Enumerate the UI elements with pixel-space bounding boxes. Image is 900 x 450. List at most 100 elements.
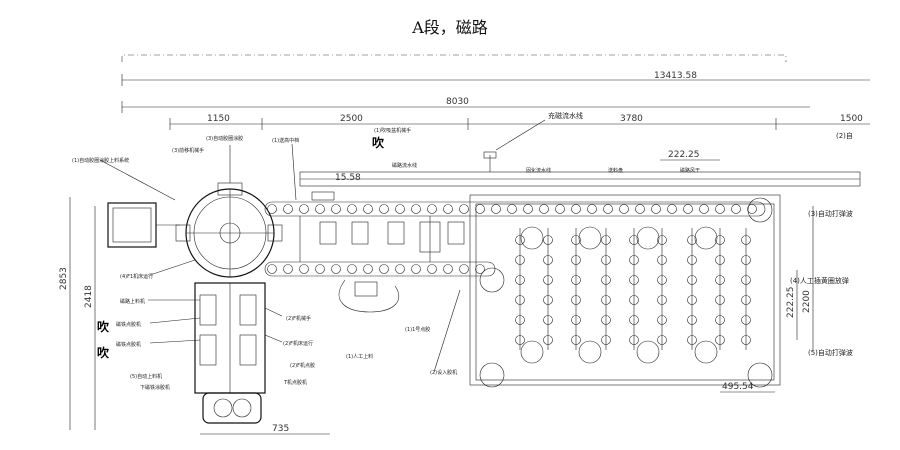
dimension-lines: 13413.58 8030 1150 2500 3780 1500 2853 2… [59, 54, 870, 435]
conveyor-roller [699, 204, 709, 214]
label-mid-e: (2)F机点胶 [290, 362, 315, 369]
dim-735: 735 [272, 424, 289, 434]
conveyor-roller [629, 315, 639, 325]
dim-1558: 15.58 [335, 173, 361, 183]
label-magnet-line: 充磁流水线 [548, 111, 583, 120]
conveyor-roller [315, 264, 325, 274]
conveyor-roller [543, 335, 553, 345]
conveyor-roller [635, 204, 645, 214]
conveyor-roller [657, 255, 667, 265]
conveyor-roller [267, 264, 277, 274]
conveyor-roller [629, 275, 639, 285]
conveyor-roller [571, 275, 581, 285]
conveyor-roller [741, 235, 751, 245]
conveyor-roller [571, 335, 581, 345]
conveyor-roller [657, 315, 667, 325]
dim-2500: 2500 [340, 114, 363, 124]
label-left-b: (4)F1机床运行 [120, 273, 153, 280]
conveyor-roller [657, 235, 667, 245]
conveyor-roller [715, 204, 725, 214]
conveyor-roller [571, 204, 581, 214]
conveyor-roller [657, 295, 667, 305]
labels: 充磁流水线 (2)自 (3)自动打弹波 (4)人工插黄圈放弹 (5)自动打弹波 … [72, 111, 853, 391]
label-left-f: (5)自动上料机 [130, 373, 162, 380]
buffer-sprocket [636, 340, 660, 364]
conveyor-roller [347, 204, 357, 214]
conveyor-roller [379, 264, 389, 274]
conveyor-roller [603, 204, 613, 214]
label-top-b: (3)前移机械手 [172, 147, 204, 154]
rotary-table [175, 182, 283, 278]
buffer-sprocket [694, 340, 718, 364]
dim-3780: 3780 [620, 114, 643, 124]
conveyor-roller [601, 315, 611, 325]
conveyor-roller [395, 204, 405, 214]
conveyor-roller [741, 275, 751, 285]
conveyor-roller [539, 204, 549, 214]
conveyor-roller [741, 315, 751, 325]
label-top-c: (1)送高中档 [272, 137, 299, 144]
conveyor-roller [315, 204, 325, 214]
conveyor-roller [283, 264, 293, 274]
label-mid-a: (1)人工上料 [346, 353, 373, 360]
conveyor-roller [715, 235, 725, 245]
label-right-top: (2)自 [836, 131, 853, 140]
buffer-sprocket [694, 226, 718, 250]
conveyor-roller [601, 295, 611, 305]
drawing-title: A段，磁路 [412, 18, 488, 37]
conveyor-roller [687, 275, 697, 285]
conveyor-roller [715, 275, 725, 285]
conveyor-roller [543, 295, 553, 305]
buffer-sprocket [578, 340, 602, 364]
conveyor-roller [741, 335, 751, 345]
conveyor-roller [267, 204, 277, 214]
label-mid-f: (2)设入胶机 [430, 369, 457, 376]
label-left-g: 下磁铁涂胶机 [140, 384, 170, 391]
conveyor-roller [443, 204, 453, 214]
conveyor-roller [507, 204, 517, 214]
label-manual-2: (4)人工插黄圈放弹 [790, 276, 849, 285]
conveyor-roller [459, 204, 469, 214]
dim-222: 222.25 [668, 150, 700, 160]
conveyor-roller [459, 264, 469, 274]
conveyor-roller [543, 275, 553, 285]
conveyor-roller [715, 295, 725, 305]
label-top-a: (3)自动胶圈涂胶 [206, 135, 243, 142]
conveyor-roller [629, 255, 639, 265]
buffer-sprocket [520, 340, 544, 364]
conveyor-roller [667, 204, 677, 214]
conveyor-roller [687, 235, 697, 245]
conveyor-roller [715, 315, 725, 325]
conveyor-roller [443, 264, 453, 274]
conveyor-roller [731, 204, 741, 214]
conveyor-roller [601, 275, 611, 285]
label-mid-c: (2)F机械手 [286, 315, 311, 322]
dim-8030: 8030 [446, 97, 469, 107]
conveyor-roller [741, 295, 751, 305]
conveyor-roller [411, 264, 421, 274]
conveyor-roller [299, 264, 309, 274]
dim-1500: 1500 [840, 114, 863, 124]
conveyor-roller [299, 204, 309, 214]
conveyor-roller [715, 255, 725, 265]
buffer-sprocket [520, 226, 544, 250]
conveyor-roller [543, 255, 553, 265]
leader-lines [99, 143, 461, 373]
label-mid-g: T机点胶机 [283, 379, 307, 386]
conveyor-roller [687, 315, 697, 325]
conveyor-roller [601, 335, 611, 345]
chain-stations [311, 191, 465, 253]
label-mid-b: (1)1号点胶 [405, 326, 430, 333]
conveyor-roller [683, 204, 693, 214]
conveyor-roller [629, 335, 639, 345]
conveyor-roller [347, 264, 357, 274]
conveyor-roller [543, 315, 553, 325]
conveyor-roller [571, 235, 581, 245]
conveyor-roller [331, 204, 341, 214]
buffer-sprocket [578, 226, 602, 250]
label-left-e: 磁铁点胶机 [116, 341, 141, 348]
conveyor-roller [651, 204, 661, 214]
conveyor-roller [395, 264, 405, 274]
conveyor-roller [427, 204, 437, 214]
